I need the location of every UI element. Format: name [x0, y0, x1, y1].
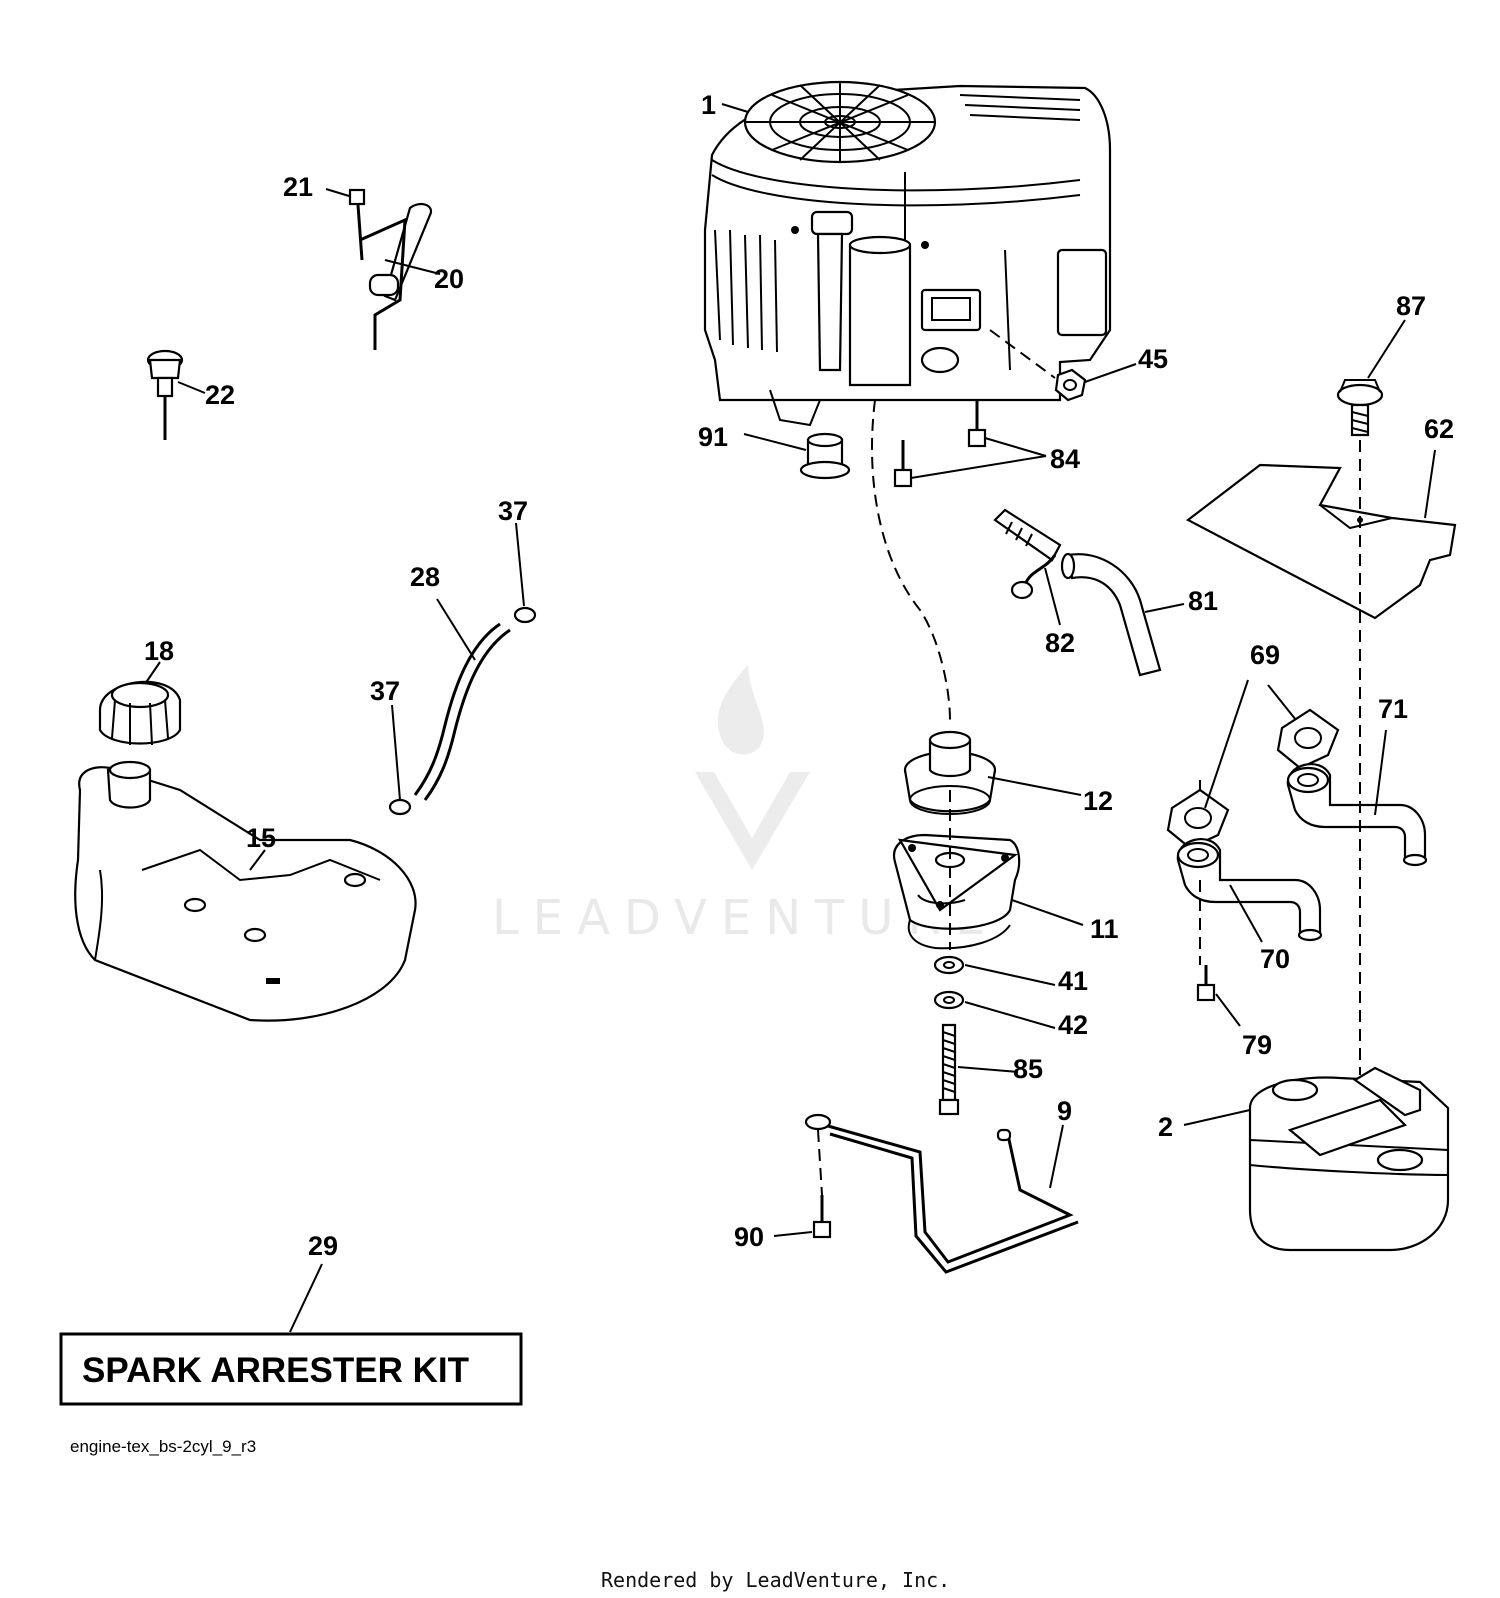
part-bolt-90[interactable]	[812, 1195, 832, 1239]
callout-37-lower: 37	[370, 676, 400, 706]
part-nut-45[interactable]	[1054, 368, 1087, 402]
callout-45: 45	[1138, 344, 1168, 374]
watermark-text: LEADVENTURE	[492, 890, 999, 946]
part-gasket-right[interactable]	[1276, 708, 1340, 770]
callout-18: 18	[144, 636, 174, 666]
callout-91: 91	[698, 422, 728, 452]
leader-lines	[144, 103, 1436, 1333]
part-bolt-79[interactable]	[1196, 965, 1216, 1002]
part-fuel-tank[interactable]	[74, 760, 417, 1022]
callout-22: 22	[205, 380, 235, 410]
callout-70: 70	[1260, 944, 1290, 974]
part-lock-washer-42[interactable]	[933, 990, 965, 1010]
callout-85: 85	[1013, 1054, 1043, 1084]
figure-id: engine-tex_bs-2cyl_9_r3	[70, 1437, 256, 1456]
part-pto-clutch[interactable]	[892, 833, 1021, 950]
footer-credit: Rendered by LeadVenture, Inc.	[601, 1568, 950, 1592]
part-washer-41[interactable]	[933, 955, 965, 975]
callout-84: 84	[1050, 444, 1080, 474]
callout-37-upper: 37	[498, 496, 528, 526]
part-bolt-84-right[interactable]	[967, 400, 987, 448]
part-exhaust-pipe-71[interactable]	[1286, 763, 1428, 867]
part-bushing-91[interactable]	[799, 432, 851, 480]
callout-79: 79	[1242, 1030, 1272, 1060]
callout-41: 41	[1058, 966, 1088, 996]
callout-2: 2	[1158, 1112, 1173, 1142]
leadventure-logo-icon	[695, 665, 810, 870]
part-fuel-hose-81[interactable]	[1060, 552, 1162, 677]
callout-62: 62	[1424, 414, 1454, 444]
callout-9: 9	[1057, 1096, 1072, 1126]
spark-arrester-kit-box[interactable]: SPARK ARRESTER KIT	[59, 1332, 523, 1406]
callout-labels: 1 21 20 22 18 15 37 28 37 29 91 84 45 87…	[144, 90, 1454, 1261]
part-rod-9[interactable]	[804, 1113, 1079, 1274]
callout-29: 29	[308, 1231, 338, 1261]
part-bolt-84-left[interactable]	[893, 440, 913, 488]
callout-15: 15	[246, 823, 276, 853]
watermark: LEADVENTURE	[492, 665, 999, 946]
part-plug-22[interactable]	[146, 349, 184, 440]
callout-81: 81	[1188, 586, 1218, 616]
spark-arrester-kit-label: SPARK ARRESTER KIT	[82, 1351, 469, 1390]
part-bolt-85[interactable]	[938, 1023, 960, 1116]
part-exhaust-pipe-70[interactable]	[1176, 838, 1323, 942]
callout-21: 21	[283, 172, 313, 202]
part-fuel-filter[interactable]	[993, 508, 1062, 600]
part-bolt-87[interactable]	[1336, 379, 1384, 437]
callout-11: 11	[1090, 914, 1119, 944]
callout-82: 82	[1045, 628, 1075, 658]
part-fuel-line[interactable]	[413, 622, 511, 801]
callout-42: 42	[1058, 1010, 1088, 1040]
part-bolt-21[interactable]	[348, 188, 366, 206]
callout-71: 71	[1378, 694, 1408, 724]
callout-69: 69	[1250, 640, 1280, 670]
part-heat-shield[interactable]	[1185, 463, 1457, 620]
part-hose-clamp-lower[interactable]	[388, 798, 412, 816]
assembly-lines	[817, 329, 1361, 1196]
callout-90: 90	[734, 1222, 764, 1252]
part-dipstick-tube[interactable]	[356, 202, 433, 350]
part-muffler[interactable]	[1248, 1066, 1450, 1252]
part-engine[interactable]	[703, 80, 1112, 427]
callout-87: 87	[1396, 291, 1426, 321]
callout-28: 28	[410, 562, 440, 592]
callout-20: 20	[434, 264, 464, 294]
callout-12: 12	[1083, 786, 1113, 816]
part-hose-clamp-upper[interactable]	[513, 606, 537, 624]
callout-1: 1	[701, 90, 716, 120]
part-fuel-cap[interactable]	[98, 680, 182, 746]
